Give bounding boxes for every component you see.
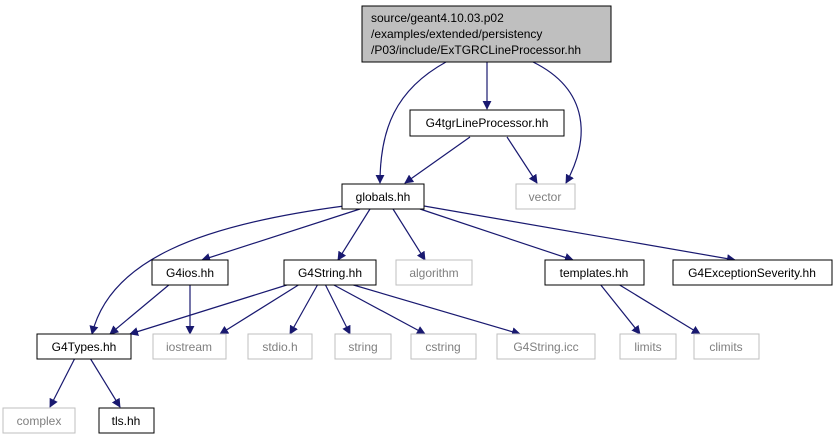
edge-root-to-globals	[375, 61, 447, 184]
edge-g4string-to-cstring	[331, 283, 426, 335]
svg-text:algorithm: algorithm	[409, 266, 458, 280]
svg-text:iostream: iostream	[166, 340, 212, 354]
node-cstring[interactable]: cstring	[410, 333, 477, 360]
root-path-line-2: /examples/extended/persistency	[371, 27, 542, 41]
edge-templates-to-climits	[617, 283, 701, 335]
edge-g4string-to-string	[324, 283, 351, 335]
node-stdio[interactable]: stdio.h	[247, 333, 313, 360]
edge-g4string-to-g4types	[129, 283, 291, 336]
node-tls[interactable]: tls.hh	[98, 407, 155, 434]
edge-g4tgr-to-globals	[404, 136, 471, 184]
svg-text:G4String.icc: G4String.icc	[513, 340, 578, 354]
svg-text:stdio.h: stdio.h	[262, 340, 297, 354]
node-templates[interactable]: templates.hh	[544, 259, 645, 286]
edge-templates-to-limits	[599, 283, 641, 335]
node-limits[interactable]: limits	[619, 333, 677, 360]
edge-g4string-to-iostream	[219, 283, 301, 335]
node-string[interactable]: string	[334, 333, 392, 360]
node-g4tgrlineprocessor[interactable]: G4tgrLineProcessor.hh	[409, 109, 565, 137]
svg-text:G4tgrLineProcessor.hh: G4tgrLineProcessor.hh	[426, 116, 549, 130]
svg-text:G4ios.hh: G4ios.hh	[166, 266, 214, 280]
node-root-file[interactable]: source/geant4.10.03.p02 /examples/extend…	[361, 5, 612, 63]
edge-globals-to-g4types	[89, 205, 345, 335]
node-algorithm[interactable]: algorithm	[395, 259, 473, 286]
edges	[49, 61, 736, 408]
svg-text:G4ExceptionSeverity.hh: G4ExceptionSeverity.hh	[688, 266, 816, 280]
node-g4ios[interactable]: G4ios.hh	[151, 259, 229, 286]
svg-text:G4String.hh: G4String.hh	[298, 266, 362, 280]
node-g4string[interactable]: G4String.hh	[283, 259, 377, 286]
svg-text:tls.hh: tls.hh	[112, 414, 141, 428]
node-g4exceptionseverity[interactable]: G4ExceptionSeverity.hh	[672, 259, 833, 286]
svg-text:vector: vector	[529, 190, 562, 204]
svg-text:climits: climits	[709, 340, 742, 354]
node-complex[interactable]: complex	[2, 407, 76, 434]
edge-globals-to-algorithm	[392, 208, 426, 261]
edge-g4ios-to-g4types	[109, 283, 171, 335]
svg-text:limits: limits	[634, 340, 661, 354]
node-climits[interactable]: climits	[693, 333, 760, 360]
edge-g4types-to-tls	[89, 357, 121, 408]
node-vector[interactable]: vector	[515, 183, 576, 210]
edge-g4string-to-stdio	[289, 283, 319, 335]
node-g4types[interactable]: G4Types.hh	[36, 333, 132, 360]
edge-g4types-to-complex	[49, 357, 76, 408]
edge-g4tgr-to-vector	[506, 136, 538, 184]
edge-globals-to-g4exceptionseverity	[423, 205, 736, 264]
root-path-line-3: /P03/include/ExTGRCLineProcessor.hh	[371, 43, 581, 57]
svg-text:G4Types.hh: G4Types.hh	[52, 340, 117, 354]
node-g4stringicc[interactable]: G4String.icc	[496, 333, 596, 360]
node-iostream[interactable]: iostream	[152, 333, 227, 360]
svg-text:complex: complex	[17, 414, 62, 428]
svg-text:templates.hh: templates.hh	[560, 266, 629, 280]
root-path-line-1: source/geant4.10.03.p02	[371, 11, 504, 25]
svg-text:globals.hh: globals.hh	[356, 190, 411, 204]
edge-globals-to-g4ios	[201, 208, 361, 262]
svg-text:string: string	[348, 340, 377, 354]
node-globals[interactable]: globals.hh	[341, 183, 425, 210]
svg-text:cstring: cstring	[425, 340, 460, 354]
edge-g4string-to-g4stringicc	[349, 283, 521, 337]
edge-globals-to-g4string	[337, 208, 371, 261]
edge-globals-to-templates	[419, 208, 574, 262]
edge-root-to-vector	[532, 61, 582, 184]
